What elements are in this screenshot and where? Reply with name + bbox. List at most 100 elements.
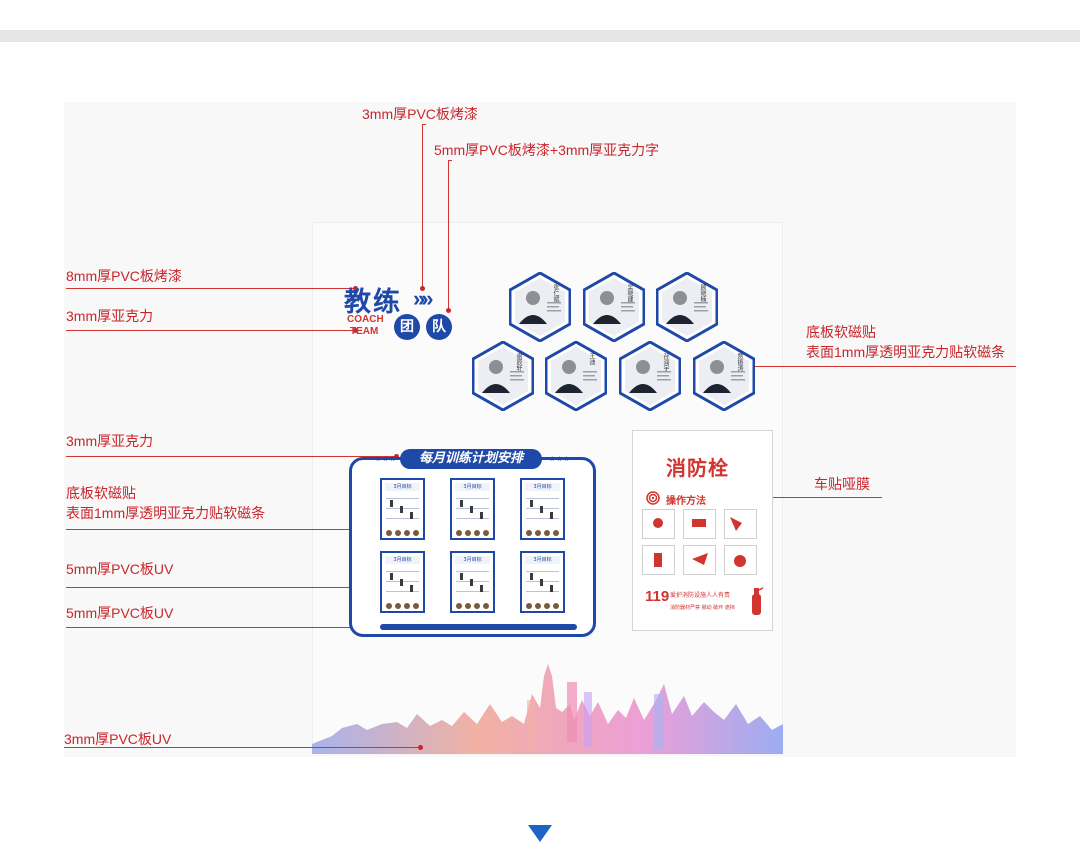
exercise-row	[386, 591, 419, 592]
exercise-figure-icon	[400, 579, 403, 586]
leader-dot-top-2	[446, 308, 451, 313]
coach-name: 王迪	[588, 353, 595, 365]
progress-circle-icon	[483, 603, 489, 609]
annotation-left-4-line1: 底板软磁贴	[66, 485, 136, 501]
exercise-row	[526, 571, 559, 572]
exercise-figure-icon	[550, 512, 553, 519]
annotation-left-4-line2: 表面1mm厚透明亚克力贴软磁条	[66, 505, 266, 521]
leader-line-left-1	[66, 288, 356, 289]
exercise-figure-icon	[390, 573, 393, 580]
down-triangle-icon[interactable]	[528, 825, 552, 842]
operation-method-label: 操作方法	[666, 496, 706, 507]
coach-portrait	[509, 272, 571, 342]
annotation-left-5: 5mm厚PVC板UV	[66, 561, 174, 577]
leader-dot-left-2	[353, 328, 358, 333]
leader-line-top-1	[422, 125, 423, 287]
progress-circle-icon	[474, 603, 480, 609]
leader-line-left-4	[66, 529, 386, 530]
exercise-row	[456, 518, 489, 519]
progress-circle-icon	[483, 530, 489, 536]
coach-name: 张仁斌	[552, 284, 559, 302]
exercise-figure-icon	[410, 512, 413, 519]
leader-line-top-2	[448, 160, 449, 310]
annotation-left-6: 5mm厚PVC板UV	[66, 605, 174, 621]
progress-circle-icon	[404, 603, 410, 609]
double-chevron-icon: »»	[413, 286, 434, 311]
annotation-left-7: 3mm厚PVC板UV	[64, 731, 172, 747]
exercise-row	[526, 591, 559, 592]
leader-line-left-2	[66, 330, 356, 331]
exercise-figure-icon	[470, 579, 473, 586]
leader-line-left-3	[66, 456, 396, 457]
exercise-row	[526, 498, 559, 499]
coach-subtitle: COACH	[347, 314, 384, 325]
progress-circle-icon	[535, 530, 541, 536]
progress-circle-icon	[456, 603, 462, 609]
exercise-figure-icon	[540, 506, 543, 513]
monthly-plan-card-label: 3月目标	[385, 556, 420, 564]
exercise-row	[526, 518, 559, 519]
stars-right-icon: ★★★	[549, 456, 571, 463]
team-badge-1: 团	[394, 314, 420, 340]
monthly-plan-card: 3月目标	[520, 478, 565, 540]
exercise-row	[386, 518, 419, 519]
coach-name: 顾晓楠	[699, 284, 706, 302]
exercise-figure-icon	[530, 500, 533, 507]
exercise-figure-icon	[530, 573, 533, 580]
leader-line-top-2-cap	[448, 160, 452, 161]
progress-circle-icon	[386, 530, 392, 536]
exercise-row	[456, 591, 489, 592]
exercise-row	[456, 571, 489, 572]
leader-dot-left-3	[394, 454, 399, 459]
progress-circle-icon	[413, 530, 419, 536]
fire-extinguisher-icon	[752, 587, 764, 615]
annotation-right-2: 车贴哑膜	[814, 476, 870, 492]
annotation-left-3: 3mm厚亚克力	[66, 433, 154, 449]
fire-slogan: 爱护消防设施人人有责	[670, 592, 731, 599]
leader-line-right-2	[745, 497, 882, 498]
monthly-plan-card-label: 3月目标	[455, 483, 490, 491]
coach-name: 孙润宇	[662, 353, 669, 371]
progress-circle-icon	[404, 530, 410, 536]
annotation-right-1-line2: 表面1mm厚透明亚克力贴软磁条	[806, 344, 1006, 360]
leader-line-left-5	[66, 587, 352, 588]
monthly-plan-card: 3月目标	[450, 551, 495, 613]
coach-portrait	[472, 341, 534, 411]
exercise-row	[386, 498, 419, 499]
annotation-left-2: 3mm厚亚克力	[66, 308, 154, 324]
leader-dot-left-7	[418, 745, 423, 750]
progress-circle-icon	[526, 530, 532, 536]
team-subtitle: TEAM	[350, 326, 379, 337]
exercise-figure-icon	[540, 579, 543, 586]
fire-step-5	[683, 545, 716, 575]
progress-circle-icon	[526, 603, 532, 609]
monthly-plan-card: 3月目标	[450, 478, 495, 540]
progress-circle-icon	[395, 603, 401, 609]
progress-circle-icon	[544, 603, 550, 609]
monthly-plan-card: 3月目标	[380, 551, 425, 613]
progress-circle-icon	[474, 530, 480, 536]
progress-circle-icon	[544, 530, 550, 536]
fire-hydrant-title: 消防栓	[666, 456, 729, 480]
exercise-figure-icon	[550, 585, 553, 592]
progress-circle-icon	[386, 603, 392, 609]
fire-step-illustrations	[653, 517, 746, 567]
stars-left-icon: ★★★	[375, 456, 397, 463]
leader-dot-top-1	[420, 286, 425, 291]
spiral-icon	[646, 491, 660, 505]
coach-portrait	[619, 341, 681, 411]
training-board-footer-bar	[380, 624, 577, 630]
exercise-figure-icon	[410, 585, 413, 592]
progress-circle-icon	[553, 530, 559, 536]
progress-circle-icon	[413, 603, 419, 609]
emergency-number: 119	[645, 588, 670, 605]
monthly-plan-card-label: 3月目标	[525, 483, 560, 491]
progress-circle-icon	[465, 603, 471, 609]
leader-line-left-6	[66, 627, 386, 628]
monthly-plan-card-label: 3月目标	[525, 556, 560, 564]
fire-step-1	[642, 509, 675, 539]
monthly-plan-card: 3月目标	[380, 478, 425, 540]
leader-line-right-1	[748, 366, 1016, 367]
coach-name: 吴晓建	[626, 284, 633, 302]
leader-dot-left-1	[353, 286, 358, 291]
